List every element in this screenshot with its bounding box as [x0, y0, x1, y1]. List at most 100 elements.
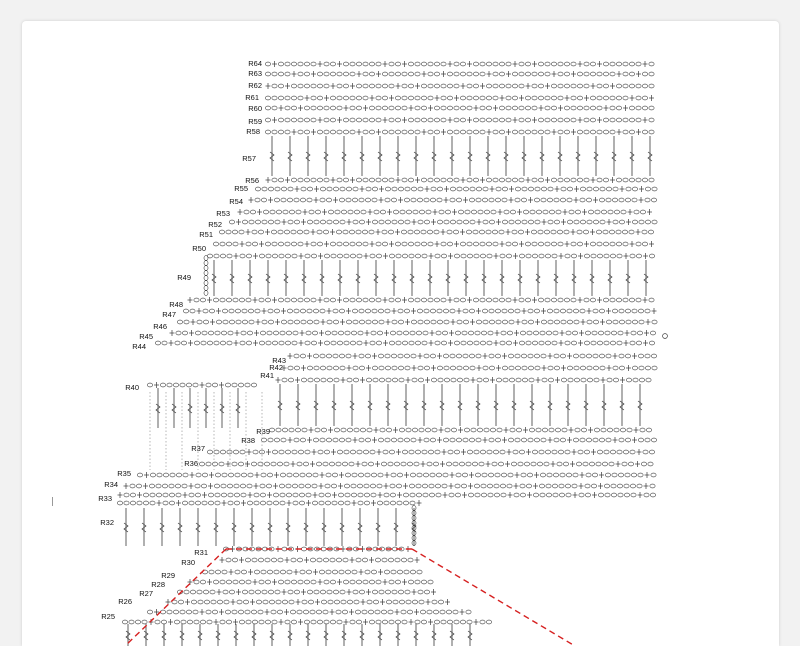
chain-symbol: [345, 353, 352, 359]
chain-symbol: [437, 186, 443, 192]
chain-symbol: [579, 437, 586, 443]
chain-symbol: [333, 186, 339, 192]
chain-symbol: [502, 219, 508, 225]
chain-symbol: [278, 297, 284, 303]
chain-symbol: [287, 308, 293, 314]
chain-symbol: [622, 83, 629, 89]
chain-symbol: [166, 609, 173, 615]
chain-symbol: [398, 377, 405, 383]
chain-symbol: [370, 330, 377, 336]
chain-symbol: [390, 472, 397, 478]
chain-symbol: [499, 117, 505, 123]
chain-symbol: [287, 197, 293, 203]
chain-symbol: [551, 95, 557, 101]
chain-symbol: [293, 197, 300, 203]
chain-symbol: [518, 83, 525, 89]
chain-symbol: [265, 297, 271, 303]
chain-symbol: [275, 599, 282, 605]
chain-symbol: [465, 609, 472, 615]
row-label-r52: R52: [208, 220, 222, 229]
chain-symbol: [359, 219, 365, 225]
chain-symbol: [450, 219, 456, 225]
chain-symbol: [505, 177, 512, 183]
chain-symbol: [426, 609, 433, 615]
chain-symbol: [557, 177, 564, 183]
chain-symbol: [603, 129, 609, 135]
chain-symbol: [171, 599, 178, 605]
chain-symbol: [388, 129, 395, 135]
chain-symbol: [333, 219, 339, 225]
chain-symbol: [355, 557, 362, 563]
chain-symbol: [599, 219, 606, 225]
chain-symbol: [381, 229, 388, 235]
treble-post-symbol: [457, 400, 463, 411]
chain-symbol: [284, 619, 291, 625]
chain-symbol: [583, 229, 589, 235]
chain-symbol: [565, 483, 571, 489]
row-label-r41: R41: [260, 371, 274, 380]
chain-symbol: [437, 365, 443, 371]
chain-symbol: [251, 382, 257, 388]
chain-symbol: [440, 61, 447, 67]
chain-symbol: [248, 219, 255, 225]
chain-symbol: [586, 353, 592, 359]
chain-symbol: [447, 95, 453, 101]
chain-symbol: [529, 209, 536, 215]
chain-symbol: [570, 177, 577, 183]
chain-symbol: [383, 500, 390, 506]
chain-symbol: [220, 483, 227, 489]
chain-symbol: [291, 449, 298, 455]
chain-symbol: [321, 599, 327, 605]
chain-symbol: [521, 219, 528, 225]
chain-symbol: [540, 353, 547, 359]
chain-symbol: [440, 241, 447, 247]
treble-post-symbol: [625, 273, 631, 284]
chain-symbol: [632, 377, 639, 383]
chain-symbol: [644, 353, 651, 359]
chain-symbol: [453, 619, 460, 625]
chain-symbol: [586, 219, 593, 225]
chain-symbol: [641, 461, 647, 467]
chain-symbol: [123, 500, 130, 506]
chain-symbol: [512, 449, 519, 455]
row-label-r47: R47: [162, 310, 176, 319]
chain-symbol: [397, 472, 403, 478]
chain-symbol: [420, 229, 427, 235]
chain-symbol: [396, 500, 403, 506]
chain-symbol: [648, 177, 655, 183]
chain-symbol: [395, 61, 401, 67]
chain-symbol: [291, 340, 298, 346]
chain-symbol: [299, 500, 305, 506]
chain-symbol: [593, 377, 600, 383]
chain-symbol: [421, 619, 427, 625]
chain-symbol: [434, 253, 441, 259]
chain-symbol: [286, 330, 292, 336]
chain-symbol: [546, 472, 553, 478]
chain-symbol: [447, 83, 453, 89]
chain-symbol: [362, 579, 369, 585]
chain-symbol: [333, 589, 339, 595]
chain-symbol: [239, 449, 246, 455]
chain-symbol: [433, 229, 440, 235]
chain-symbol: [388, 61, 395, 67]
chain-symbol: [604, 483, 610, 489]
chain-symbol: [633, 209, 640, 215]
chain-symbol: [271, 229, 277, 235]
chain-symbol: [313, 219, 320, 225]
treble-post-symbol: [589, 273, 595, 284]
chain-symbol: [163, 472, 169, 478]
chain-symbol: [505, 61, 512, 67]
chain-symbol: [482, 319, 489, 325]
chain-symbol: [362, 129, 369, 135]
chain-symbol: [421, 95, 427, 101]
chain-symbol: [420, 609, 426, 615]
treble-post-symbol: [349, 400, 355, 411]
chain-symbol: [616, 105, 622, 111]
chain-symbol: [182, 472, 189, 478]
chain-symbol: [296, 461, 303, 467]
chain-symbol: [403, 500, 409, 506]
chain-symbol: [421, 449, 428, 455]
chain-symbol: [590, 95, 596, 101]
chain-symbol: [561, 377, 567, 383]
chain-symbol: [466, 229, 472, 235]
